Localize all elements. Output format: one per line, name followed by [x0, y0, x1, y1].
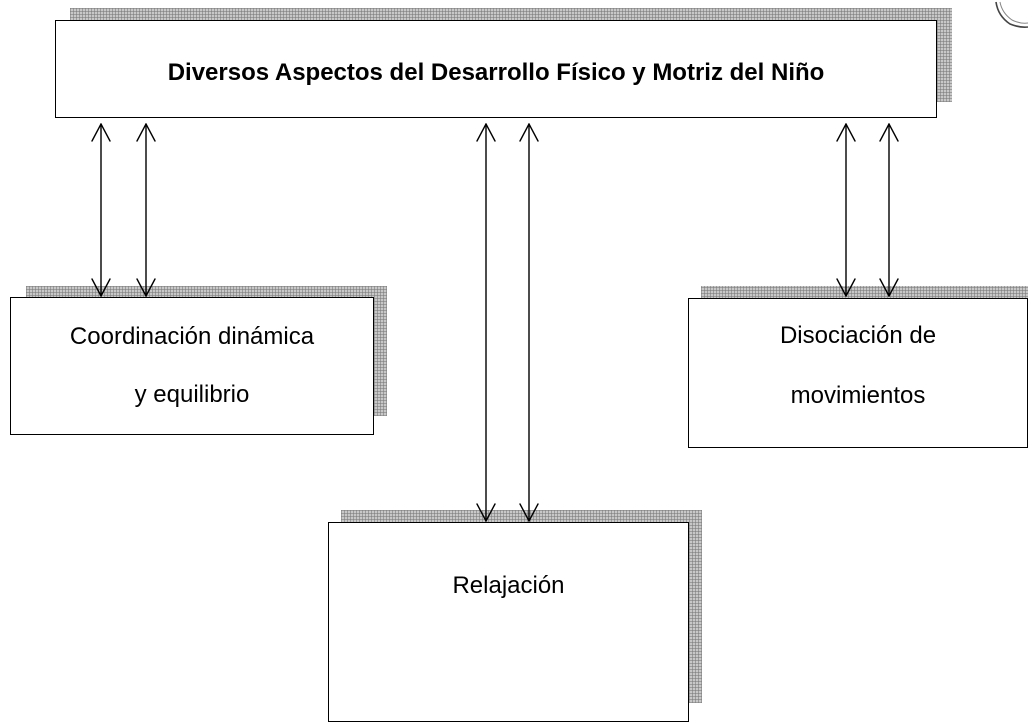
disociacion-line1: Disociación de [779, 322, 937, 349]
coordinacion-line2: y equilibrio [134, 381, 250, 408]
seal-fragment-icon [995, 1, 1028, 28]
arrow-title-relajacion-2 [519, 123, 539, 522]
connector-arrows [91, 123, 899, 522]
arrow-title-disociacion-2 [879, 123, 899, 297]
coordinacion-box: Coordinación dinámica y equilibrio [10, 297, 374, 435]
title-text: Diversos Aspectos del Desarrollo Físico … [167, 59, 825, 86]
arrow-title-relajacion-1 [476, 123, 496, 522]
relajacion-label: Relajación [452, 572, 565, 599]
arrow-title-disociacion-1 [836, 123, 856, 297]
disociacion-line2: movimientos [790, 382, 926, 409]
arrow-title-coordinacion-1 [91, 123, 111, 297]
disociacion-box: Disociación de movimientos [688, 298, 1028, 448]
relajacion-box: Relajación [328, 522, 689, 722]
arrow-title-coordinacion-2 [136, 123, 156, 297]
title-box: Diversos Aspectos del Desarrollo Físico … [55, 20, 937, 118]
coordinacion-line1: Coordinación dinámica [69, 323, 315, 350]
